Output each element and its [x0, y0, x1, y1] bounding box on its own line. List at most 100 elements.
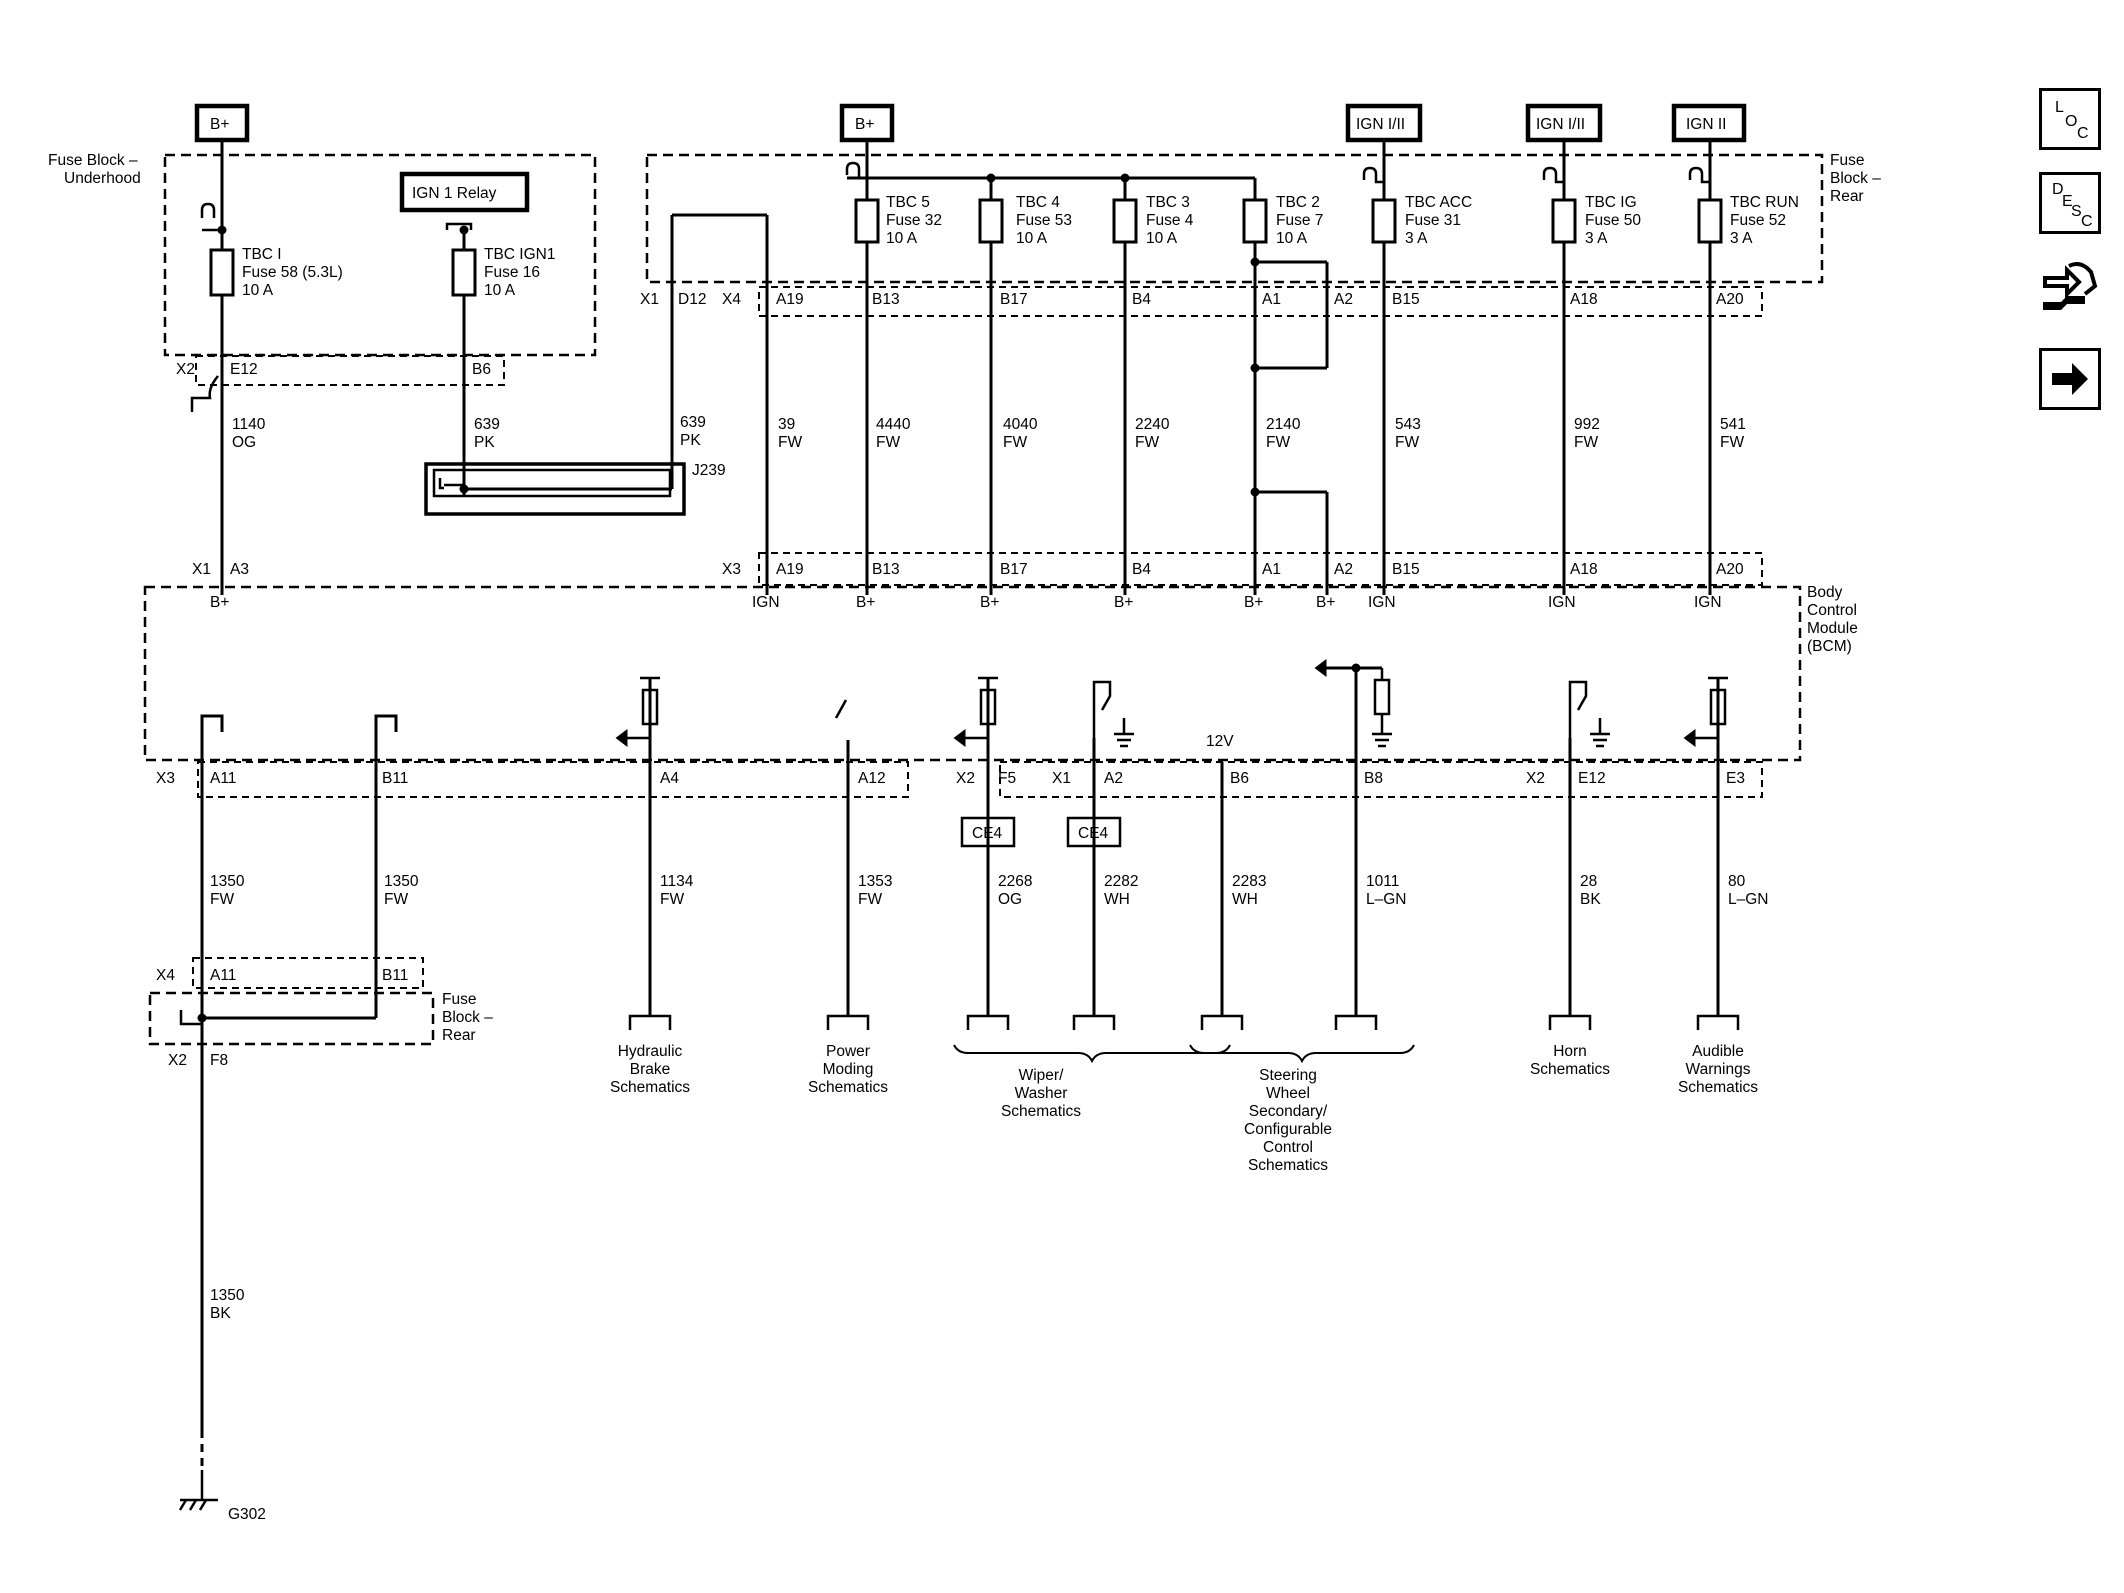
connector-strips [192, 286, 1763, 989]
pin-label: A4 [660, 770, 679, 787]
bcm-pin-label: B+ [856, 594, 875, 611]
ground-g302-icon [178, 1470, 218, 1511]
pin-label: B4 [1132, 291, 1151, 308]
pin-label: D12 [678, 291, 706, 308]
pin-label: A2 [1334, 561, 1353, 578]
ground-label: G302 [228, 1506, 266, 1523]
connector-tool-button[interactable] [2039, 256, 2101, 318]
bcm-pin-label: IGN [1694, 594, 1722, 611]
fuse-label: Fuse 31 [1405, 212, 1461, 229]
pin-label: B15 [1392, 291, 1420, 308]
bplus-mid-label: B+ [855, 116, 874, 133]
fuse-label: TBC RUN [1730, 194, 1799, 211]
pin-label: A20 [1716, 291, 1744, 308]
ref-steering-label[interactable]: Schematics [1248, 1157, 1328, 1174]
bcm-pin-label: B+ [210, 594, 229, 611]
fuse-label: Fuse 53 [1016, 212, 1072, 229]
pin-label: A1 [1262, 291, 1281, 308]
ref-wiper-label[interactable]: Schematics [1001, 1103, 1081, 1120]
pin-label: A2 [1334, 291, 1353, 308]
pin-label: B17 [1000, 291, 1028, 308]
wire-label: L–GN [1366, 891, 1407, 908]
ref-wiper-label[interactable]: Wiper/ [1019, 1067, 1064, 1084]
ref-horn-label[interactable]: Schematics [1530, 1061, 1610, 1078]
wire-label: 80 [1728, 873, 1746, 890]
fuse-label: 3 A [1585, 230, 1608, 247]
ref-hydraulic-label[interactable]: Brake [630, 1061, 671, 1078]
wire-label: FW [1574, 434, 1598, 451]
wire-label: 2268 [998, 873, 1032, 890]
pin-label: A19 [776, 561, 804, 578]
ref-steering-label[interactable]: Configurable [1244, 1121, 1332, 1138]
rear-top-label-3: Rear [1830, 188, 1864, 205]
pin-label: A11 [210, 770, 236, 787]
wire-label: FW [660, 891, 684, 908]
fuse-label: Fuse 4 [1146, 212, 1194, 229]
ref-wiper-label[interactable]: Washer [1015, 1085, 1068, 1102]
pin-label: B4 [1132, 561, 1151, 578]
fuse-label: Fuse 52 [1730, 212, 1786, 229]
location-button[interactable]: L O C [2039, 88, 2101, 150]
fuse-label: Fuse 58 (5.3L) [242, 264, 343, 281]
fuse-label: 10 A [886, 230, 918, 247]
wire-label: FW [1135, 434, 1159, 451]
fuse-label: TBC 3 [1146, 194, 1190, 211]
wire-label: FW [384, 891, 408, 908]
pin-label: E3 [1726, 770, 1745, 787]
wire-label: FW [1266, 434, 1290, 451]
fuse-label: Fuse 16 [484, 264, 540, 281]
ref-steering-label[interactable]: Steering [1259, 1067, 1317, 1084]
pin-label: A3 [230, 561, 249, 578]
pin-label: A19 [776, 291, 804, 308]
underhood-label-1: Fuse Block – [48, 152, 138, 169]
j239-label: J239 [692, 462, 726, 479]
j239-splice [424, 462, 686, 516]
bcm-pin-label: 12V [1206, 733, 1234, 750]
wire-label: BK [1580, 891, 1601, 908]
pin-label: A12 [858, 770, 886, 787]
pin-label: X1 [1052, 770, 1071, 787]
ref-power-moding-label[interactable]: Moding [823, 1061, 874, 1078]
ref-power-moding-label[interactable]: Schematics [808, 1079, 888, 1096]
wire-label: 1350 [384, 873, 419, 890]
pin-label: B6 [1230, 770, 1249, 787]
ign-acc-label: IGN I/II [1356, 116, 1405, 133]
rear-bottom-label-1: Fuse [442, 991, 476, 1008]
wire-label: FW [1395, 434, 1419, 451]
next-button[interactable] [2039, 348, 2101, 410]
ref-hydraulic-label[interactable]: Hydraulic [618, 1043, 683, 1060]
ref-hydraulic-label[interactable]: Schematics [610, 1079, 690, 1096]
pin-label: A20 [1716, 561, 1744, 578]
fuse-label: TBC ACC [1405, 194, 1472, 211]
pin-label: X2 [956, 770, 975, 787]
pin-label: B11 [382, 967, 408, 984]
fuse-label: TBC 5 [886, 194, 930, 211]
wire-label: 2240 [1135, 416, 1170, 433]
wire-label: FW [210, 891, 234, 908]
fuse-label: 3 A [1730, 230, 1753, 247]
description-button[interactable]: D E S C [2039, 172, 2101, 234]
wire-label: BK [210, 1305, 231, 1322]
fuse-label: TBC IG [1585, 194, 1637, 211]
wire-label: 39 [778, 416, 795, 433]
wire-label: 639 [680, 414, 706, 431]
ref-steering-label[interactable]: Control [1263, 1139, 1313, 1156]
ref-steering-label[interactable]: Wheel [1266, 1085, 1310, 1102]
ce4-label: CE4 [972, 825, 1003, 842]
ign-run-label: IGN II [1686, 116, 1726, 133]
ref-horn-label[interactable]: Horn [1553, 1043, 1587, 1060]
pin-label: X1 [640, 291, 659, 308]
ref-steering-label[interactable]: Secondary/ [1249, 1103, 1328, 1120]
ref-audible-label[interactable]: Warnings [1686, 1061, 1751, 1078]
ref-audible-label[interactable]: Audible [1692, 1043, 1744, 1060]
fuse-label: TBC 4 [1016, 194, 1060, 211]
ref-power-moding-label[interactable]: Power [826, 1043, 870, 1060]
bcm-pin-label: IGN [752, 594, 780, 611]
description-icon-letter: E [2062, 193, 2073, 210]
underhood-label-2: Underhood [64, 170, 141, 187]
wire-label: 2140 [1266, 416, 1301, 433]
pin-label: B11 [382, 770, 408, 787]
bcm-pin-label: B+ [1114, 594, 1133, 611]
bcm-label-1: Body [1807, 584, 1843, 601]
ref-audible-label[interactable]: Schematics [1678, 1079, 1758, 1096]
